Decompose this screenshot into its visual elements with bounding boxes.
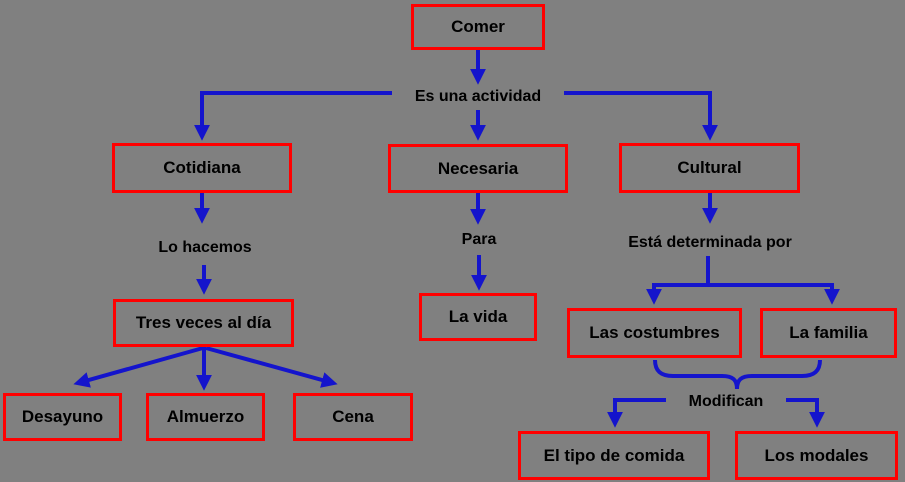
node-el-tipo-de-comida: El tipo de comida <box>518 431 710 480</box>
node-desayuno: Desayuno <box>3 393 122 441</box>
node-la-vida: La vida <box>419 293 537 341</box>
edge-label-para: Para <box>461 231 497 248</box>
node-las-costumbres: Las costumbres <box>567 308 742 358</box>
node-cena: Cena <box>293 393 413 441</box>
edge-label-lo-hacemos: Lo hacemos <box>158 239 252 256</box>
node-cultural: Cultural <box>619 143 800 193</box>
node-comer: Comer <box>411 4 545 50</box>
edge-label-esta-determinada-por: Está determinada por <box>628 234 792 251</box>
node-cotidiana: Cotidiana <box>112 143 292 193</box>
node-almuerzo: Almuerzo <box>146 393 265 441</box>
node-tres-veces-al-dia: Tres veces al día <box>113 299 294 347</box>
node-necesaria: Necesaria <box>388 144 568 193</box>
brace <box>653 359 822 390</box>
node-la-familia: La familia <box>760 308 897 358</box>
node-los-modales: Los modales <box>735 431 898 480</box>
edge-label-modifican: Modifican <box>688 393 764 410</box>
edge-label-es-una-actividad: Es una actividad <box>414 88 542 105</box>
